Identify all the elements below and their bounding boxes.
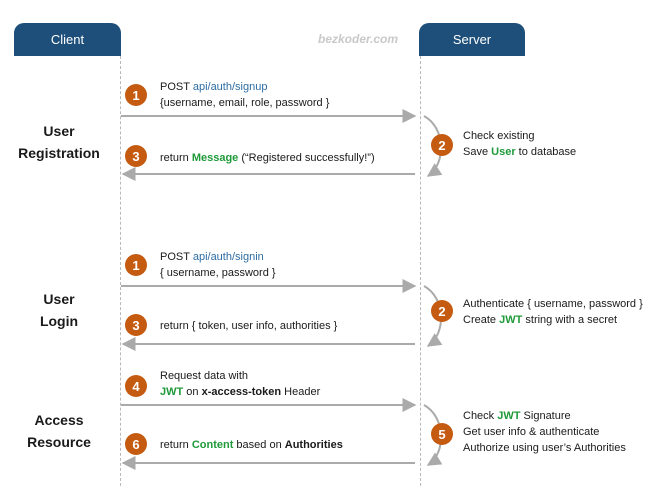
jwt-keyword: JWT (497, 410, 521, 422)
message-keyword: Message (191, 152, 239, 164)
check-jwt-label: Check JWT Signature (463, 408, 571, 424)
section-user-registration: User Registration (0, 120, 118, 164)
step-badge-1: 1 (125, 84, 147, 106)
section-label-line1: User (43, 291, 75, 307)
user-keyword: User (491, 146, 516, 158)
resource-request-label: Request data with (160, 370, 249, 382)
step-badge-1: 1 (125, 254, 147, 276)
string-with-secret-text: string with a secret (525, 314, 618, 326)
step-badge-2: 2 (431, 300, 453, 322)
x-access-token-text: x-access-token (201, 386, 282, 398)
header-word: Header (284, 386, 321, 398)
http-method: POST (160, 251, 190, 263)
section-label-line2: Login (39, 313, 79, 329)
step-badge-4: 4 (125, 375, 147, 397)
section-label-line1: Access (34, 412, 84, 428)
authenticate-label: Authenticate { username, password } (463, 298, 643, 310)
signin-request-body: { username, password } (160, 267, 276, 279)
section-label-line1: User (43, 123, 75, 139)
http-method: POST (160, 81, 190, 93)
registered-successfully-text: (“Registered successfully!”) (241, 152, 375, 164)
authorize-label: Authorize using user’s Authorities (463, 442, 626, 454)
step-badge-2: 2 (431, 134, 453, 156)
check-existing-label: Check existing (463, 130, 535, 142)
based-on-text: based on (236, 439, 282, 451)
watermark: bezkoder.com (318, 32, 399, 46)
registration-response-label: return Message (“Registered successfully… (160, 150, 375, 166)
section-access-resource: Access Resource (0, 409, 118, 453)
signup-endpoint: api/auth/signup (192, 81, 268, 93)
authorities-keyword: Authorities (284, 439, 343, 451)
signin-endpoint: api/auth/signin (192, 251, 264, 263)
signin-request-label: POST api/auth/signin (160, 249, 264, 265)
client-header: Client (14, 23, 121, 56)
client-lifeline (120, 56, 121, 486)
on-word: on (186, 386, 199, 398)
content-keyword: Content (191, 439, 234, 451)
jwt-keyword: JWT (160, 386, 184, 398)
signup-request-body: {username, email, role, password } (160, 97, 330, 109)
server-lifeline (420, 56, 421, 486)
section-label-line2: Resource (27, 434, 91, 450)
to-database-text: to database (518, 146, 577, 158)
get-user-info-label: Get user info & authenticate (463, 426, 600, 438)
jwt-header-label: JWT on x-access-token Header (160, 384, 320, 400)
step-badge-5: 5 (431, 423, 453, 445)
step-badge-6: 6 (125, 433, 147, 455)
login-response-label: return { token, user info, authorities } (160, 320, 338, 332)
section-user-login: User Login (0, 288, 118, 332)
signup-request-label: POST api/auth/signup (160, 79, 267, 95)
create-word: Create (463, 314, 497, 326)
jwt-keyword: JWT (499, 314, 523, 326)
save-word: Save (463, 146, 489, 158)
return-word: return (160, 439, 189, 451)
server-header: Server (419, 23, 525, 56)
step-badge-3: 3 (125, 145, 147, 167)
signature-word: Signature (523, 410, 571, 422)
check-word: Check (463, 410, 495, 422)
return-word: return (160, 152, 189, 164)
save-user-label: Save User to database (463, 144, 576, 160)
resource-response-label: return Content based on Authorities (160, 437, 343, 453)
section-label-line2: Registration (18, 145, 100, 161)
step-badge-3: 3 (125, 314, 147, 336)
create-jwt-label: Create JWT string with a secret (463, 312, 617, 328)
